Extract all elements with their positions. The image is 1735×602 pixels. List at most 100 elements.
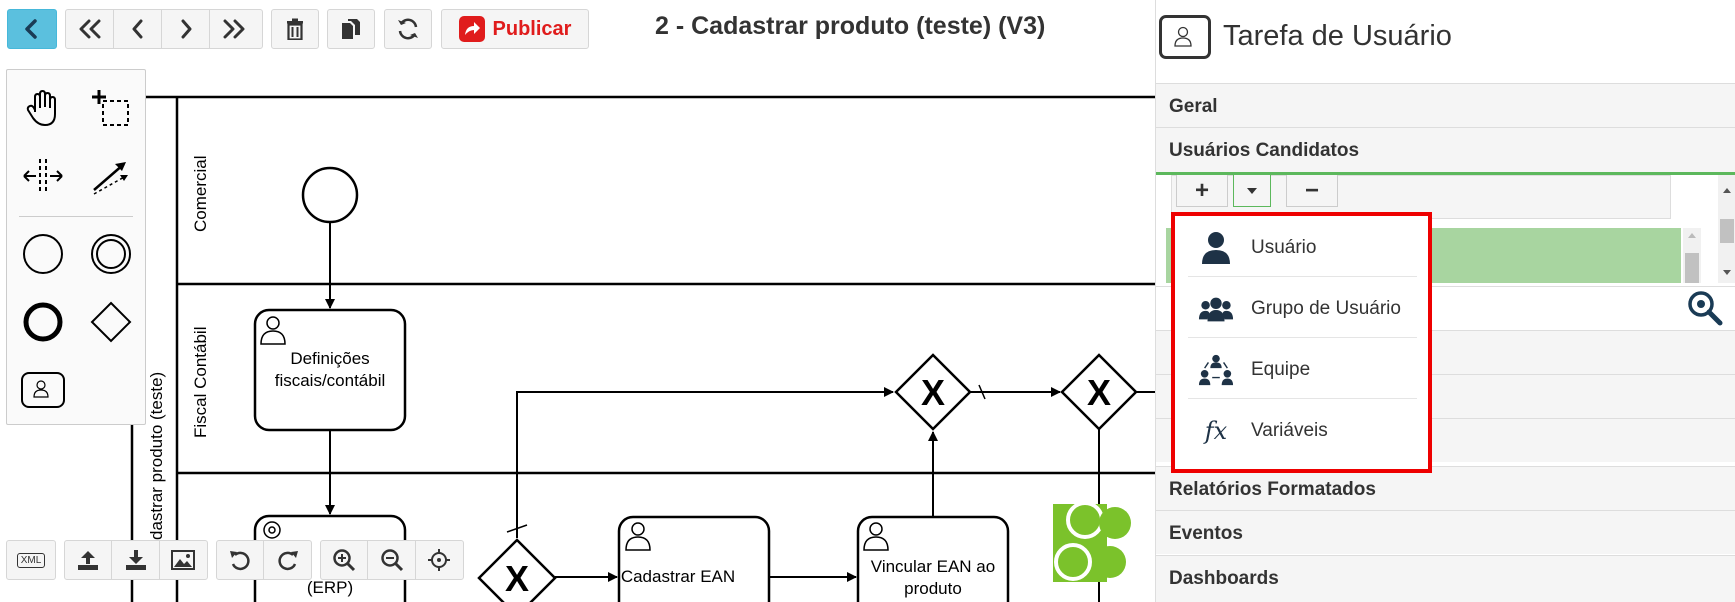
add-candidate-dropdown-toggle[interactable] (1233, 175, 1271, 207)
zoom-out-button[interactable] (368, 541, 416, 579)
section-dashboards-label: Dashboards (1169, 568, 1279, 589)
space-tool[interactable] (19, 152, 67, 200)
diagram-title: 2 - Cadastrar produto (teste) (V3) (655, 12, 1046, 40)
end-event-tool[interactable] (19, 298, 67, 346)
scroll-down-icon (1723, 270, 1731, 275)
xml-button[interactable]: XML (7, 541, 55, 579)
start-event-tool[interactable] (19, 230, 67, 278)
upload-icon (78, 551, 99, 570)
section-dashboards[interactable]: Dashboards (1156, 555, 1735, 602)
upload-button[interactable] (65, 541, 113, 579)
next-version-button[interactable] (162, 10, 210, 48)
scrollbar-thumb[interactable] (1685, 253, 1699, 283)
redo-button[interactable] (264, 541, 311, 579)
recenter-button[interactable] (416, 541, 463, 579)
lane-label-comercial: Comercial (191, 155, 210, 232)
intermediate-event-tool[interactable] (87, 230, 135, 278)
gateway-exclusive[interactable]: X (477, 538, 557, 602)
task-definicoes[interactable]: Definições fiscais/contábil (253, 308, 407, 432)
section-usuarios-candidatos[interactable]: Usuários Candidatos (1156, 127, 1735, 175)
bpmn-canvas[interactable]: dastrar produto (teste) Comercial Fiscal… (0, 60, 1155, 602)
pool-label: dastrar produto (teste) (147, 372, 166, 540)
space-tool-icon (23, 159, 63, 193)
default-flow-marker (978, 384, 986, 400)
xml-label: XML (16, 552, 46, 568)
zoom-in-button[interactable] (321, 541, 369, 579)
panel-scrollbar[interactable] (1718, 175, 1735, 283)
start-event[interactable] (301, 166, 359, 224)
hand-tool[interactable] (19, 84, 67, 132)
hand-tool-icon (26, 89, 56, 127)
redo-icon (277, 551, 298, 571)
magnifier-icon[interactable] (1686, 289, 1724, 327)
task-cadastrar-ean-label: Cadastrar EAN (621, 567, 735, 586)
file-group (64, 540, 208, 580)
remove-candidate-button[interactable]: − (1286, 175, 1338, 207)
back-button[interactable] (7, 9, 57, 49)
add-symbol: + (1194, 176, 1209, 204)
menu-item-equipe[interactable]: Equipe (1188, 338, 1417, 399)
menu-item-variaveis[interactable]: fx Variáveis (1188, 399, 1417, 460)
gateway-tool[interactable] (87, 298, 135, 346)
menu-item-grupo[interactable]: Grupo de Usuário (1188, 277, 1417, 338)
scrollbar-thumb[interactable] (1720, 219, 1734, 243)
task-vincular-ean[interactable]: Vincular EAN ao produto (856, 515, 1010, 602)
section-eventos-label: Eventos (1169, 523, 1243, 544)
section-usuarios-candidatos-label: Usuários Candidatos (1169, 140, 1360, 161)
copy-icon (342, 19, 360, 39)
function-icon: fx (1198, 413, 1234, 449)
undo-button[interactable] (217, 541, 265, 579)
menu-item-usuario[interactable]: Usuário (1188, 216, 1417, 277)
service-task-icon (263, 521, 281, 539)
section-relatorios[interactable]: Relatórios Formatados (1156, 466, 1735, 510)
task-cadastrar-ean[interactable]: Cadastrar EAN (617, 515, 771, 602)
connect-tool[interactable] (87, 152, 135, 200)
sequence-flow[interactable] (516, 387, 894, 538)
gateway-exclusive[interactable]: X (1060, 353, 1138, 431)
task-definicoes-line1: Definições (290, 349, 369, 368)
gateway-symbol: X (921, 372, 945, 413)
copy-button[interactable] (328, 10, 374, 48)
menu-item-grupo-label: Grupo de Usuário (1251, 298, 1401, 319)
section-geral-label: Geral (1169, 96, 1218, 117)
first-version-button[interactable] (66, 10, 114, 48)
lasso-tool-icon (92, 90, 129, 126)
previous-version-button[interactable] (114, 10, 162, 48)
publish-button[interactable]: Publicar (441, 9, 589, 49)
default-flow-marker (506, 524, 528, 533)
user-icon (1198, 230, 1234, 266)
delete-button[interactable] (272, 10, 318, 48)
menu-item-usuario-label: Usuário (1251, 237, 1317, 258)
tool-palette (6, 69, 146, 425)
service-gears-icon[interactable] (1053, 501, 1131, 582)
section-geral[interactable]: Geral (1156, 83, 1735, 127)
user-task-icon (863, 522, 889, 551)
users-group-icon (1198, 291, 1234, 327)
undo-icon (230, 551, 250, 571)
zoom-group (320, 540, 464, 580)
section-eventos[interactable]: Eventos (1156, 510, 1735, 554)
user-task-icon (1159, 15, 1211, 59)
chevron-left-icon (25, 19, 37, 39)
user-task-tool[interactable] (19, 366, 67, 414)
task-vincular-line2: produto (904, 579, 962, 598)
start-event-icon (23, 234, 63, 274)
team-icon (1198, 352, 1234, 388)
share-icon (458, 16, 485, 42)
delete-group (271, 9, 319, 49)
scroll-up-icon (1723, 188, 1731, 193)
chevron-left-icon (132, 19, 142, 39)
list-scrollbar[interactable] (1683, 228, 1701, 283)
gateway-icon (90, 301, 132, 343)
download-button[interactable] (112, 541, 160, 579)
add-candidate-button[interactable]: + (1176, 175, 1228, 207)
export-image-button[interactable] (160, 541, 207, 579)
zoom-out-icon (380, 549, 403, 572)
add-candidate-menu: Usuário Grupo de Usuário Equipe fx Variá… (1171, 212, 1432, 473)
lasso-tool[interactable] (87, 84, 135, 132)
refresh-button[interactable] (385, 10, 431, 48)
panel-header: Tarefa de Usuário (1156, 0, 1735, 82)
last-version-button[interactable] (210, 10, 258, 48)
copy-group (327, 9, 375, 49)
gateway-exclusive[interactable]: X (894, 353, 972, 431)
